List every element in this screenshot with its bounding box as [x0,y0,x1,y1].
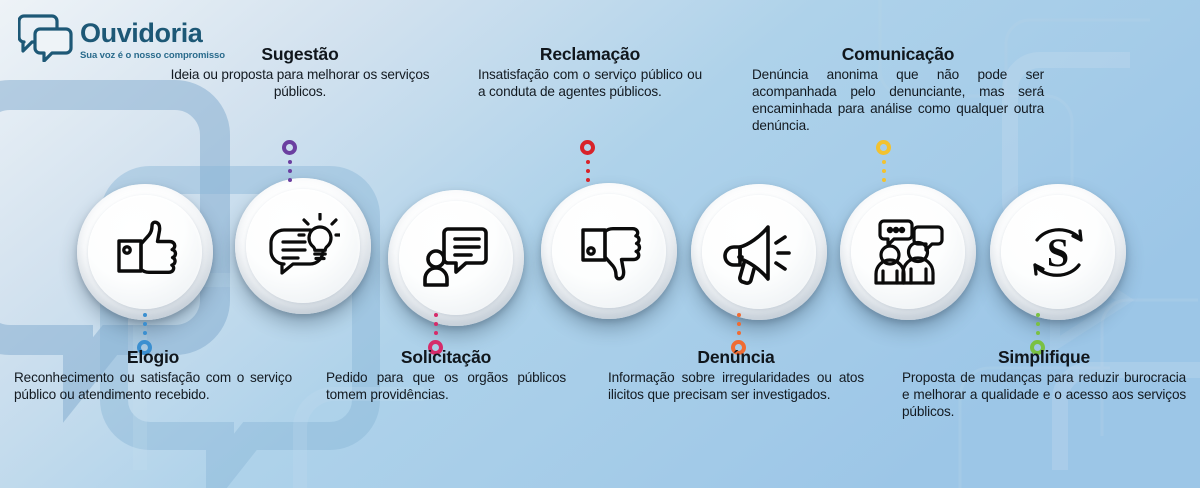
megaphone-icon [723,225,791,285]
brand-title: Ouvidoria [80,18,203,48]
node-circle-solicitacao[interactable] [388,190,524,326]
connector-comunicacao [876,140,891,182]
item-title-reclamacao: Reclamação [539,44,641,64]
item-block-simplifique: Simplifique Proposta de mudanças para re… [902,347,1186,421]
item-block-comunicacao: Comunicação Denúncia anonima que não pod… [752,44,1044,135]
item-description-sugestao: Ideia ou proposta para melhorar os servi… [170,67,430,100]
item-description-reclamacao: Insatisfação com o serviço público ou a … [478,67,702,100]
item-description-solicitacao: Pedido para que os orgãos públicos tomem… [326,370,566,403]
thumbs-up-icon [117,220,178,274]
item-description-denuncia: Informação sobre irregularidades ou atos… [608,370,864,403]
item-block-reclamacao: Reclamação Insatisfação com o serviço pú… [478,44,702,101]
node-circle-reclamacao[interactable] [541,183,677,319]
node-circle-simplifique[interactable]: S [990,184,1126,320]
speech-bubbles-icon [18,14,73,62]
item-block-solicitacao: Solicitação Pedido para que os orgãos pú… [326,347,566,404]
svg-text:S: S [1047,230,1069,275]
thumbs-down-icon [581,227,642,281]
item-block-elogio: Elogio Reconhecimento ou satisfação com … [14,347,292,404]
item-description-simplifique: Proposta de mudanças para reduzir burocr… [902,370,1186,419]
item-title-sugestao: Sugestão [261,44,339,64]
item-title-elogio: Elogio [126,347,180,367]
item-title-comunicacao: Comunicação [841,44,955,64]
two-people-chat-icon [874,219,944,285]
speech-bubble-lightbulb-icon [269,213,340,275]
item-description-comunicacao: Denúncia anonima que não pode ser acompa… [752,67,1044,133]
item-title-solicitacao: Solicitação [400,347,492,367]
item-title-simplifique: Simplifique [997,347,1091,367]
connector-sugestao [282,140,297,182]
connector-reclamacao [580,140,595,182]
item-block-denuncia: Denúncia Informação sobre irregularidade… [608,347,864,404]
s-refresh-icon: S [1033,228,1083,277]
node-circle-sugestao[interactable] [235,178,371,314]
node-circle-comunicacao[interactable] [840,184,976,320]
node-circle-denuncia[interactable] [691,184,827,320]
person-message-icon [423,227,488,287]
node-circle-elogio[interactable] [77,184,213,320]
item-description-elogio: Reconhecimento ou satisfação com o servi… [14,370,292,403]
item-title-denuncia: Denúncia [697,347,775,367]
item-block-sugestao: Sugestão Ideia ou proposta para melhorar… [165,44,435,101]
